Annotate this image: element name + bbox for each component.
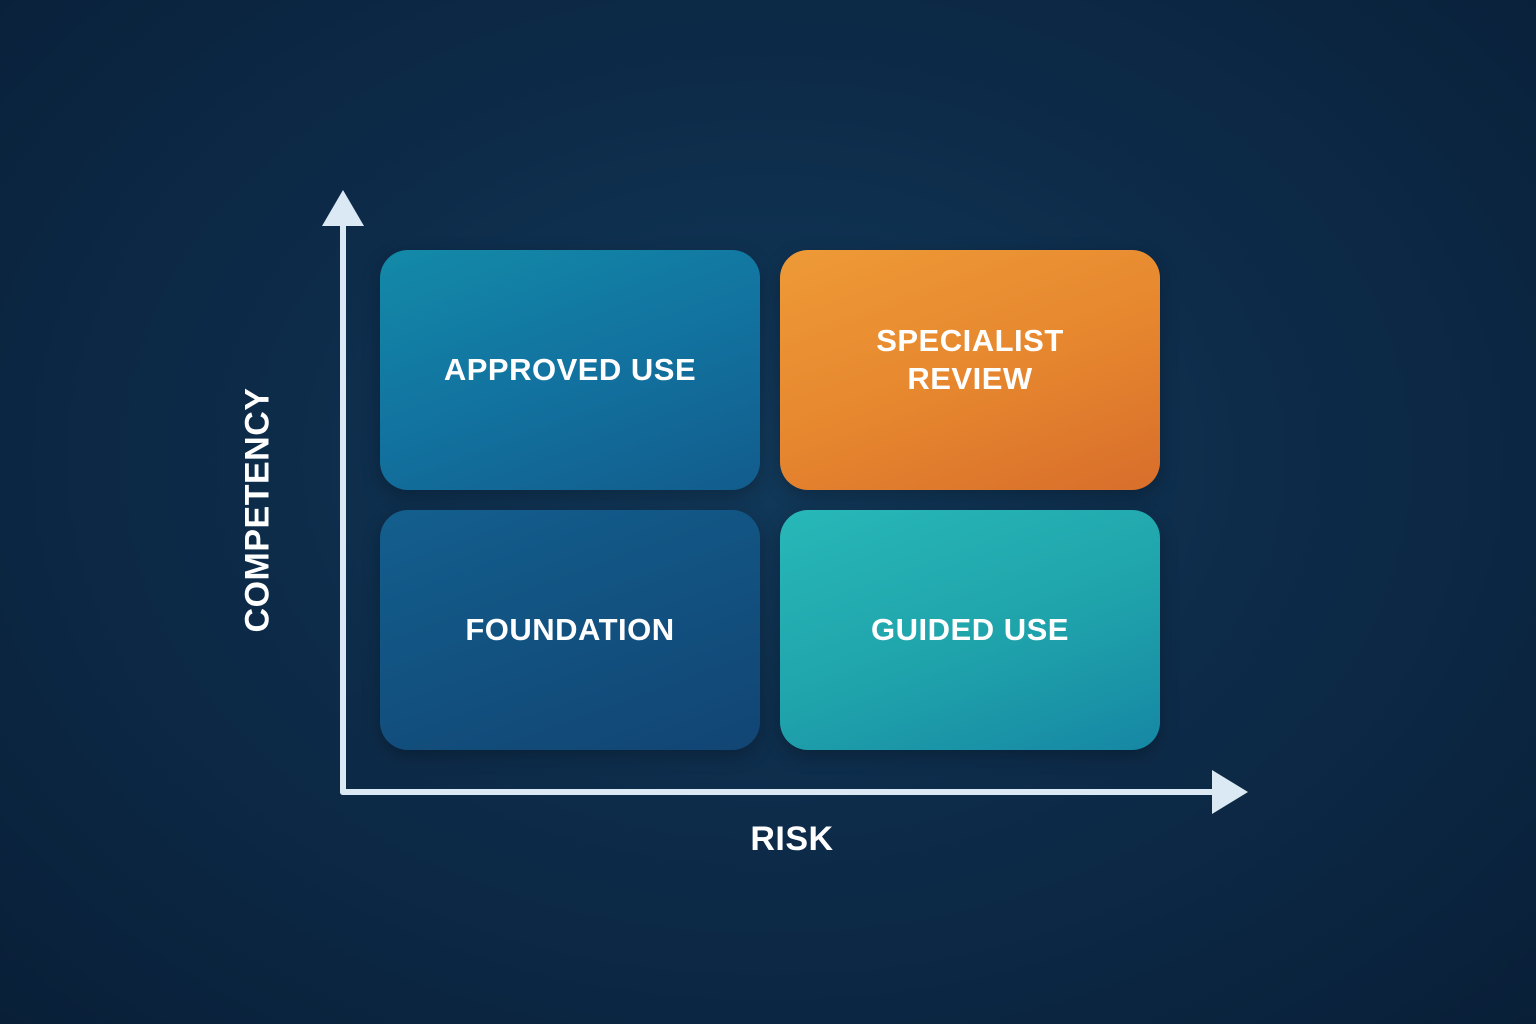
quadrant-label: SPECIALIST REVIEW (876, 323, 1064, 396)
quadrant-label: GUIDED USE (871, 612, 1069, 648)
quadrant-approved-use: APPROVED USE (380, 250, 760, 490)
x-axis-label: RISK (750, 820, 834, 858)
y-axis-arrowhead (322, 190, 364, 226)
y-axis-label: COMPETENCY (238, 387, 277, 633)
quadrant-foundation: FOUNDATION (380, 510, 760, 750)
quadrant-label: APPROVED USE (443, 352, 697, 388)
quadrant-label: FOUNDATION (465, 612, 675, 648)
quadrant-specialist-review: SPECIALIST REVIEW (780, 250, 1160, 490)
quadrant-guided-use: GUIDED USE (780, 510, 1160, 750)
x-axis-arrowhead (1212, 770, 1248, 814)
